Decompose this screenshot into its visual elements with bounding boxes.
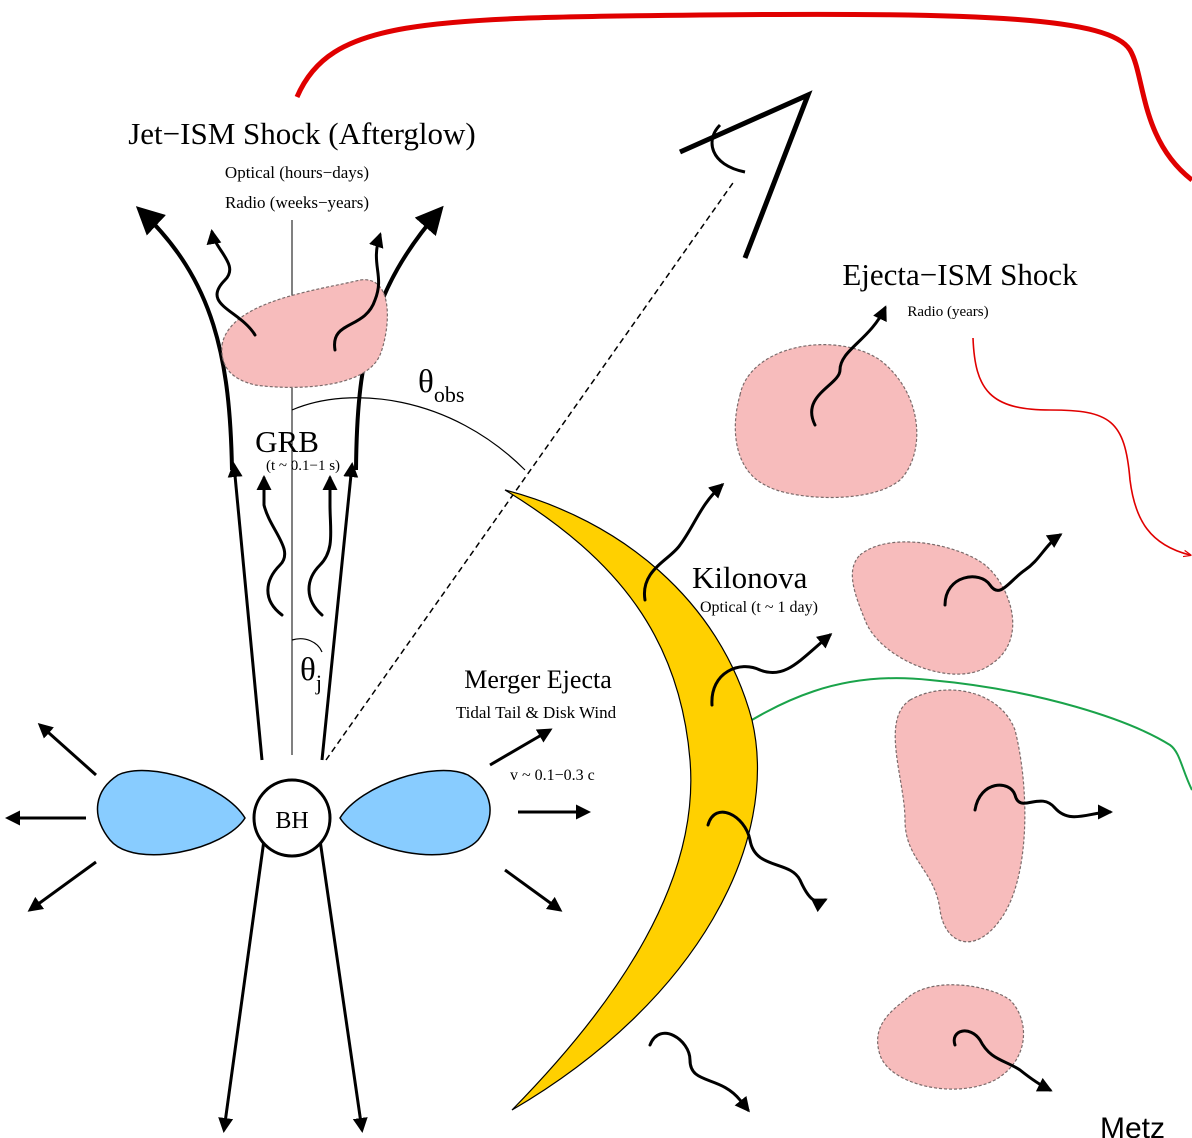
red-annotation-arrow-afterglow [297, 14, 1192, 180]
kilonova-optical-label: Optical (t ~ 1 day) [700, 599, 818, 616]
kilonova-label: Kilonova [692, 560, 808, 595]
wind-arrow-left-up [40, 725, 96, 775]
jet-arrow-left-down [224, 840, 264, 1130]
jet-boundary-left [140, 210, 232, 470]
grb-label: GRB [255, 424, 319, 459]
theta-j-label: θj [300, 652, 322, 695]
theta-j-arc [292, 639, 322, 652]
theta-j-subscript: j [315, 670, 322, 695]
grb-photon-wiggle-right [309, 478, 331, 615]
grb-time-label: (t ~ 0.1−1 s) [266, 458, 340, 474]
wind-arrow-left-down [30, 862, 96, 910]
jet-arrow-right-down [320, 840, 362, 1130]
wind-arrow-right-down [505, 870, 560, 910]
ejecta-shock-radio: Radio (years) [907, 304, 988, 320]
ejecta-shock-blob-3 [895, 690, 1025, 942]
jet-shock-radio: Radio (weeks−years) [225, 193, 369, 212]
theta-obs-symbol: θ [418, 364, 434, 400]
kilonova-photon-wiggle-4 [650, 1033, 748, 1110]
wind-arrow-right-up [490, 730, 550, 765]
disk-lobe-right [340, 771, 490, 855]
jet-shock-title: Jet−ISM Shock (Afterglow) [128, 116, 476, 151]
merger-ejecta-label: Merger Ejecta [464, 665, 612, 694]
ejecta-shock-title: Ejecta−ISM Shock [842, 257, 1078, 292]
grb-photon-wiggle-left [264, 478, 285, 615]
observer-eye-icon [680, 95, 808, 258]
ejecta-shock-blob-4 [878, 985, 1024, 1089]
merger-ejecta-sub-label: Tidal Tail & Disk Wind [456, 703, 617, 722]
afterglow-shock-blob [222, 280, 388, 388]
red-annotation-arrow-ejecta [973, 338, 1190, 555]
ejecta-shock-blob-1 [735, 345, 916, 498]
credit-text: Metz [1100, 1112, 1165, 1138]
disk-lobe-left [98, 771, 245, 855]
ejecta-shock-blob-2 [852, 542, 1012, 674]
jet-arrow-right-up [322, 465, 352, 760]
theta-obs-label: θobs [418, 364, 464, 407]
jet-arrow-left-up [234, 465, 262, 760]
velocity-label: v ~ 0.1−0.3 c [510, 767, 595, 784]
jet-shock-optical: Optical (hours−days) [225, 163, 369, 182]
theta-obs-subscript: obs [434, 382, 465, 407]
bh-label: BH [275, 808, 308, 834]
theta-j-symbol: θ [300, 652, 316, 688]
